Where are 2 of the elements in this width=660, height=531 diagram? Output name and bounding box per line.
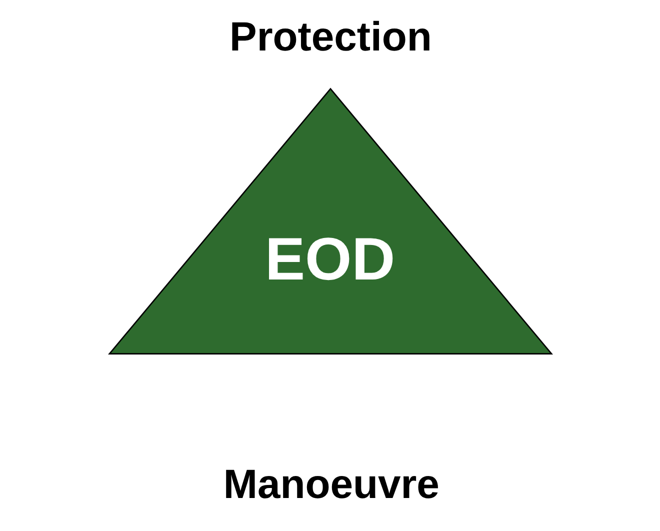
label: Manoeuvre	[222, 461, 439, 508]
label: Protection	[229, 14, 432, 60]
